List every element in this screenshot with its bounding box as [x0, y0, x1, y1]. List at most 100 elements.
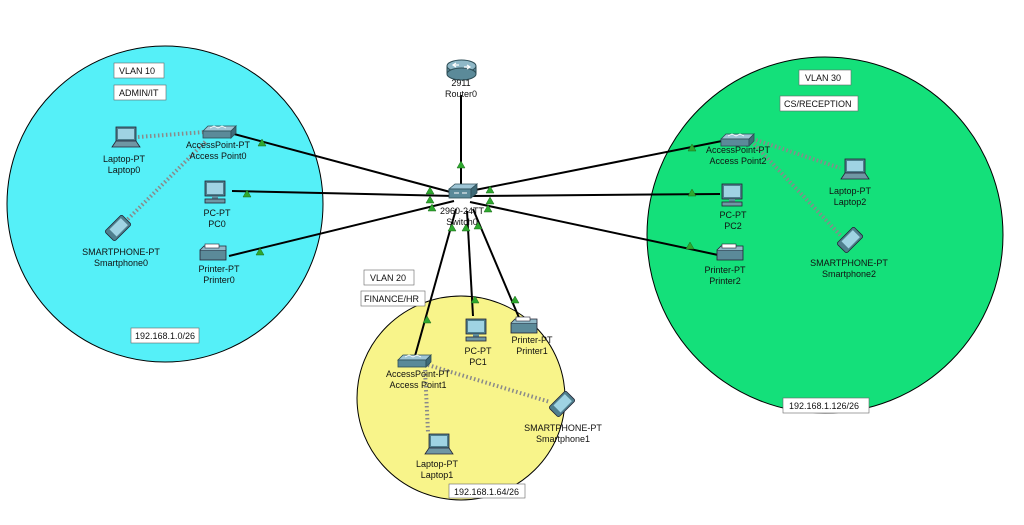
- vlan30-name: VLAN 30: [805, 73, 841, 83]
- wlink-ap1-smartphone1: [427, 363, 551, 404]
- printer0-model: Printer-PT: [198, 264, 240, 274]
- vlan30-subnet: 192.168.1.126/26: [789, 401, 859, 411]
- laptop-icon: [111, 126, 141, 148]
- zone-vlan10-area: [6, 45, 324, 363]
- link-up-icon: [687, 143, 697, 152]
- printer1-model: Printer-PT: [511, 335, 553, 345]
- pc-icon: [721, 183, 743, 207]
- ap2-model: AccessPoint-PT: [706, 145, 771, 155]
- ap1-name: Access Point1: [389, 380, 446, 390]
- vlan30-department: CS/RECEPTION: [784, 99, 852, 109]
- link-up-icon: [483, 204, 493, 213]
- link-up-icon: [687, 188, 697, 197]
- vlan20-subnet: 192.168.1.64/26: [454, 487, 519, 497]
- device-laptop0[interactable]: Laptop-PT Laptop0: [103, 126, 146, 175]
- device-switch0[interactable]: 2960-24TT Switch0: [440, 183, 485, 227]
- link-up-icon: [470, 295, 480, 304]
- smartphone1-name: Smartphone1: [536, 434, 590, 444]
- router0-name: Router0: [445, 89, 477, 99]
- device-pc1[interactable]: PC-PT PC1: [465, 318, 493, 367]
- wlink-ap0-smartphone0: [123, 138, 209, 224]
- printer-icon: [199, 243, 227, 261]
- vlan20-name: VLAN 20: [370, 273, 406, 283]
- vlan20-dept-box: FINANCE/HR: [360, 290, 426, 307]
- device-router0[interactable]: 2911 Router0: [445, 59, 477, 99]
- ap0-name: Access Point0: [189, 151, 246, 161]
- printer1-name: Printer1: [516, 346, 548, 356]
- vlan30-label-box: VLAN 30: [798, 69, 852, 86]
- link-pc0-switch0: [231, 190, 455, 197]
- pc0-model: PC-PT: [204, 208, 232, 218]
- device-access-point2[interactable]: AccessPoint-PT Access Point2: [706, 133, 771, 166]
- device-printer0[interactable]: Printer-PT Printer0: [198, 243, 240, 285]
- access-point-icon: [202, 125, 237, 139]
- link-up-icon: [510, 295, 520, 304]
- pc2-model: PC-PT: [720, 210, 748, 220]
- device-access-point1[interactable]: AccessPoint-PT Access Point1: [386, 354, 451, 390]
- wlink-ap2-laptop2: [755, 138, 841, 170]
- vlan10-subnet-box: 192.168.1.0/26: [130, 327, 200, 344]
- link-up-icon: [473, 221, 483, 230]
- link-printer0-switch0: [228, 200, 455, 257]
- ap0-model: AccessPoint-PT: [186, 140, 251, 150]
- switch0-model: 2960-24TT: [440, 206, 485, 216]
- wireless-links: [123, 130, 844, 433]
- device-pc2[interactable]: PC-PT PC2: [720, 183, 748, 231]
- device-printer1[interactable]: Printer-PT Printer1: [510, 316, 553, 356]
- link-up-icon: [255, 247, 265, 256]
- laptop1-model: Laptop-PT: [416, 459, 459, 469]
- printer0-name: Printer0: [203, 275, 235, 285]
- link-up-icon: [456, 160, 466, 169]
- laptop0-name: Laptop0: [108, 165, 141, 175]
- device-smartphone0[interactable]: SMARTPHONE-PT Smartphone0: [82, 214, 160, 268]
- smartphone0-name: Smartphone0: [94, 258, 148, 268]
- vlan30-subnet-box: 192.168.1.126/26: [782, 397, 870, 414]
- link-pc2-switch0: [469, 193, 721, 197]
- link-up-icon: [257, 138, 267, 147]
- printer2-name: Printer2: [709, 276, 741, 286]
- device-pc0[interactable]: PC-PT PC0: [204, 180, 232, 229]
- link-up-icon: [425, 186, 435, 195]
- printer-icon: [716, 243, 744, 261]
- link-ap2-switch0: [469, 140, 723, 192]
- access-point-icon: [397, 354, 432, 368]
- vlan10-dept-box: ADMIN/IT: [113, 84, 167, 101]
- laptop2-model: Laptop-PT: [829, 186, 872, 196]
- laptop2-name: Laptop2: [834, 197, 867, 207]
- smartphone2-model: SMARTPHONE-PT: [810, 258, 888, 268]
- smartphone-icon: [836, 226, 864, 254]
- device-laptop2[interactable]: Laptop-PT Laptop2: [829, 158, 872, 207]
- vlan20-subnet-box: 192.168.1.64/26: [448, 483, 526, 499]
- vlan20-label-box: VLAN 20: [363, 269, 415, 286]
- device-laptop1[interactable]: Laptop-PT Laptop1: [416, 433, 459, 480]
- zone-vlan10[interactable]: [6, 45, 324, 363]
- link-up-icon: [427, 203, 437, 212]
- link-up-icon: [685, 241, 695, 250]
- pc1-name: PC1: [469, 357, 487, 367]
- link-up-icon: [461, 223, 471, 232]
- link-printer2-switch0: [469, 201, 719, 256]
- link-up-icon: [242, 189, 252, 198]
- vlan10-name: VLAN 10: [119, 66, 155, 76]
- pc2-name: PC2: [724, 221, 742, 231]
- router-icon: [446, 59, 477, 81]
- device-smartphone2[interactable]: SMARTPHONE-PT Smartphone2: [810, 226, 888, 279]
- access-point-icon: [720, 133, 755, 147]
- link-up-icon: [485, 196, 495, 205]
- smartphone-icon: [548, 390, 576, 418]
- ap2-name: Access Point2: [709, 156, 766, 166]
- link-ap1-switch0: [414, 208, 457, 357]
- printer-icon: [510, 316, 538, 334]
- pc1-model: PC-PT: [465, 346, 493, 356]
- ap1-model: AccessPoint-PT: [386, 369, 451, 379]
- link-up-icon: [422, 315, 432, 324]
- device-smartphone1[interactable]: SMARTPHONE-PT Smartphone1: [524, 390, 602, 444]
- device-printer2[interactable]: Printer-PT Printer2: [704, 243, 746, 286]
- laptop-icon: [424, 433, 454, 455]
- device-access-point0[interactable]: AccessPoint-PT Access Point0: [186, 125, 251, 161]
- link-up-icon: [447, 223, 457, 232]
- printer2-model: Printer-PT: [704, 265, 746, 275]
- smartphone-icon: [104, 214, 132, 242]
- laptop0-model: Laptop-PT: [103, 154, 146, 164]
